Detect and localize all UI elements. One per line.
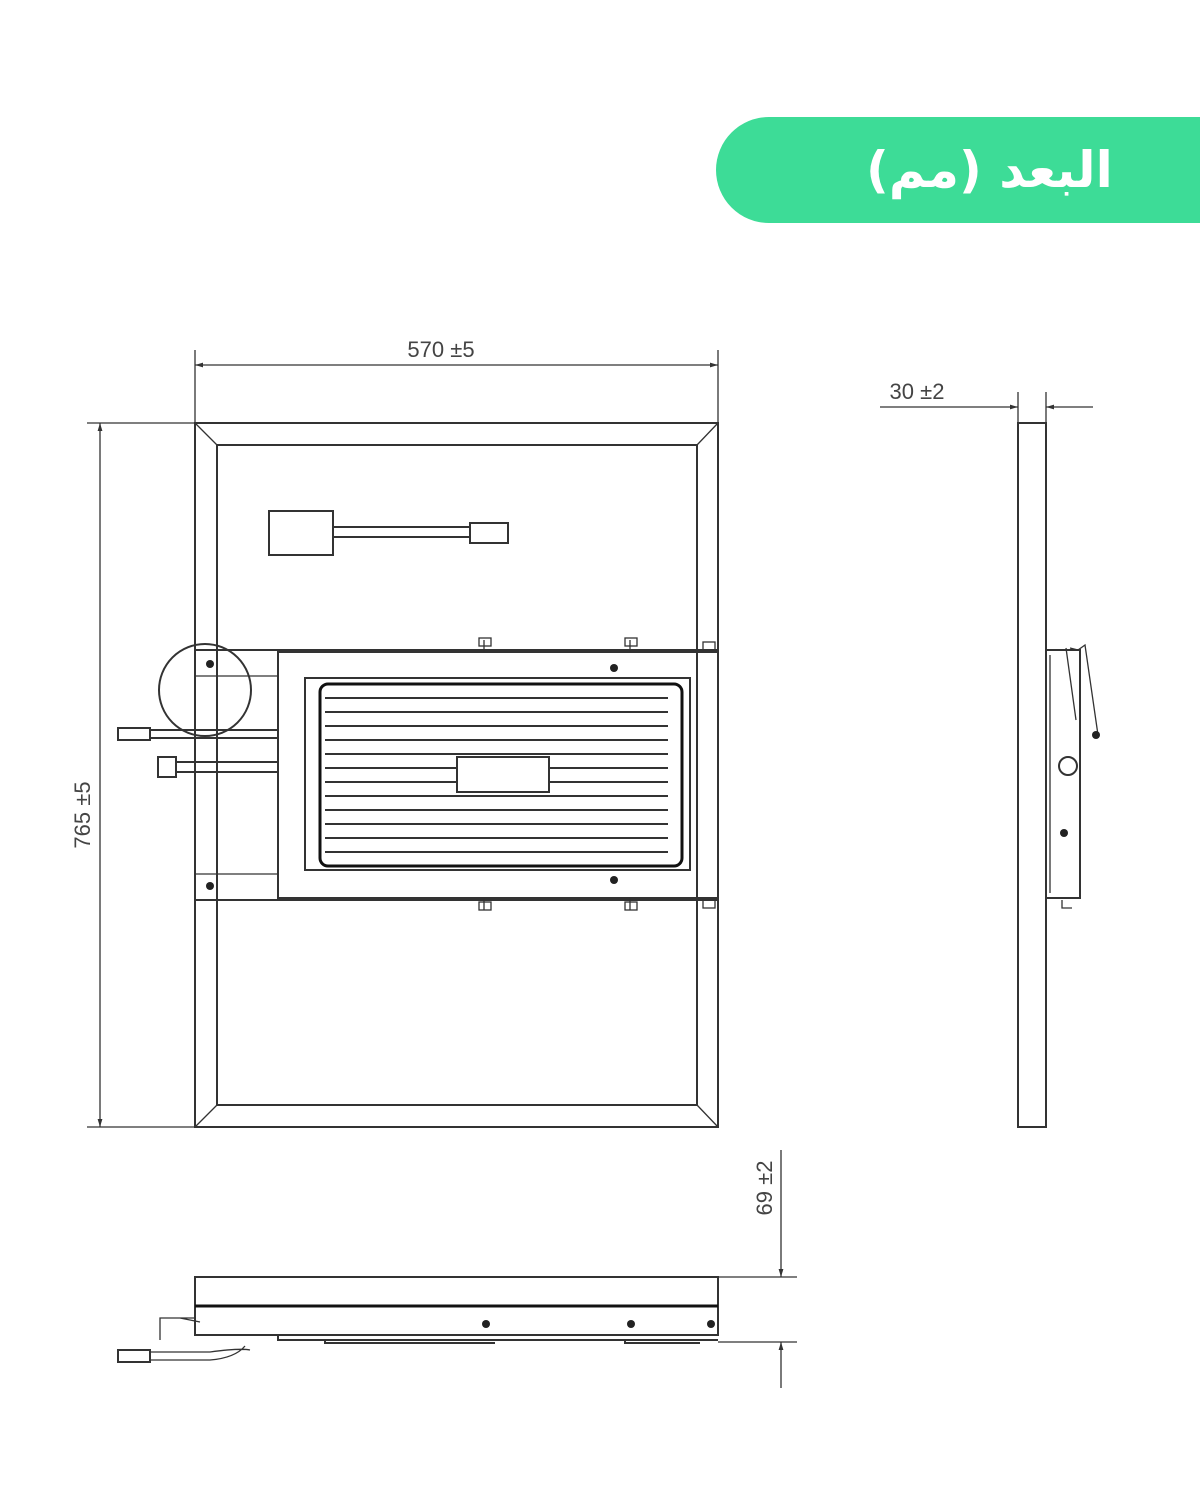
depth-label: 69 ±2	[752, 1161, 777, 1216]
front-view	[117, 422, 719, 1128]
width-label: 570 ±5	[407, 337, 474, 362]
side-view: 30 ±2	[880, 379, 1100, 1128]
heatsink-fins	[325, 697, 668, 853]
height-dimension: 765 ±5	[70, 422, 195, 1128]
title-text: البعد (مم)	[866, 141, 1113, 199]
thickness-label: 30 ±2	[890, 379, 945, 404]
width-dimension: 570 ±5	[194, 337, 719, 423]
title-banner: البعد (مم)	[716, 117, 1200, 223]
bottom-view: 69 ±2	[117, 1150, 797, 1388]
height-label: 765 ±5	[70, 781, 95, 848]
